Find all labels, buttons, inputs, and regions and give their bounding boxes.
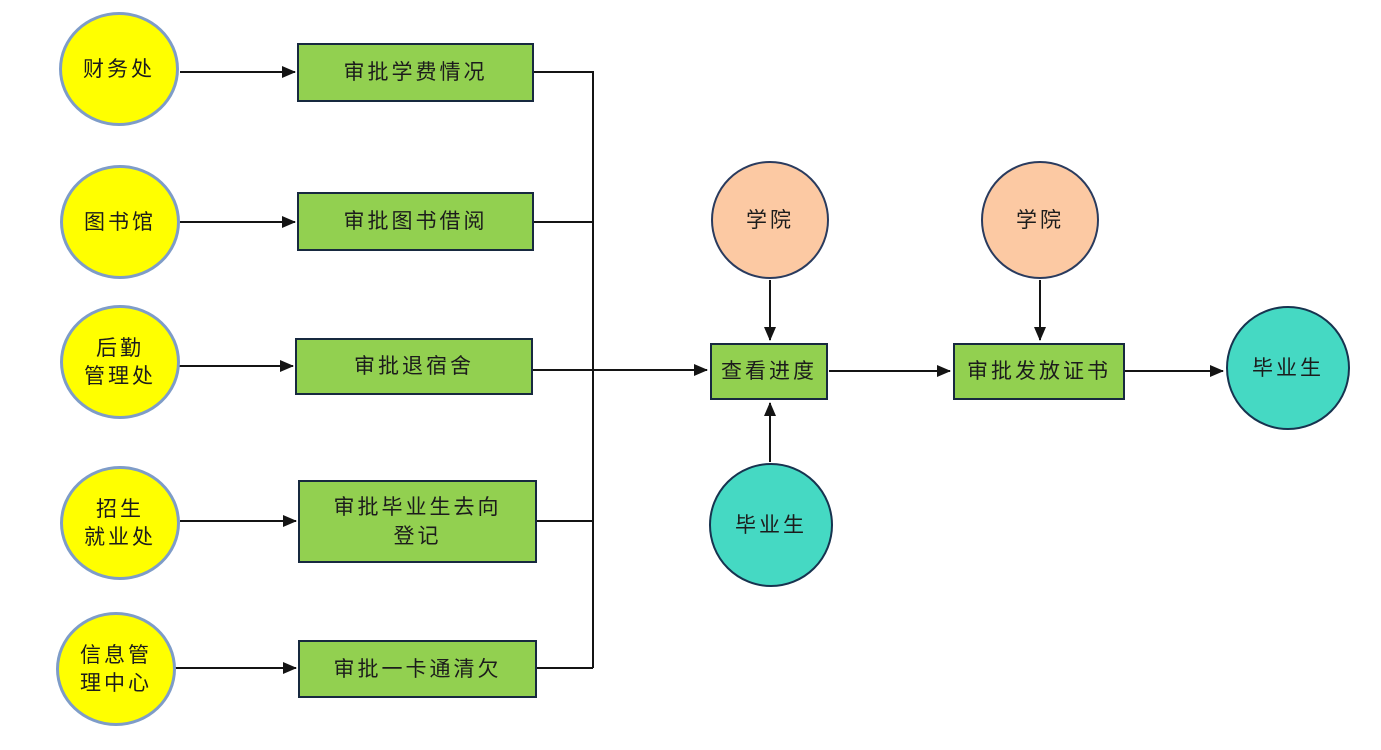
box-approve-tuition: 审批学费情况 (297, 43, 534, 102)
box-approve-book-borrow: 审批图书借阅 (297, 192, 534, 251)
circle-logistics-office: 后勤 管理处 (60, 305, 180, 419)
box-approve-card-debt: 审批一卡通清欠 (298, 640, 537, 698)
circle-graduate-right: 毕业生 (1226, 306, 1350, 430)
circle-library: 图书馆 (60, 165, 180, 279)
circle-college-right: 学院 (981, 161, 1099, 279)
circle-finance-office: 财务处 (59, 12, 179, 126)
circle-college-left: 学院 (711, 161, 829, 279)
circle-info-center: 信息管 理中心 (56, 612, 176, 726)
box-approve-dorm-checkout: 审批退宿舍 (295, 338, 533, 395)
circle-graduate-bottom: 毕业生 (709, 463, 833, 587)
circle-admissions-office: 招生 就业处 (60, 466, 180, 580)
box-view-progress: 查看进度 (710, 343, 828, 400)
box-approve-destination: 审批毕业生去向 登记 (298, 480, 537, 563)
box-approve-issue-certificate: 审批发放证书 (953, 343, 1125, 400)
